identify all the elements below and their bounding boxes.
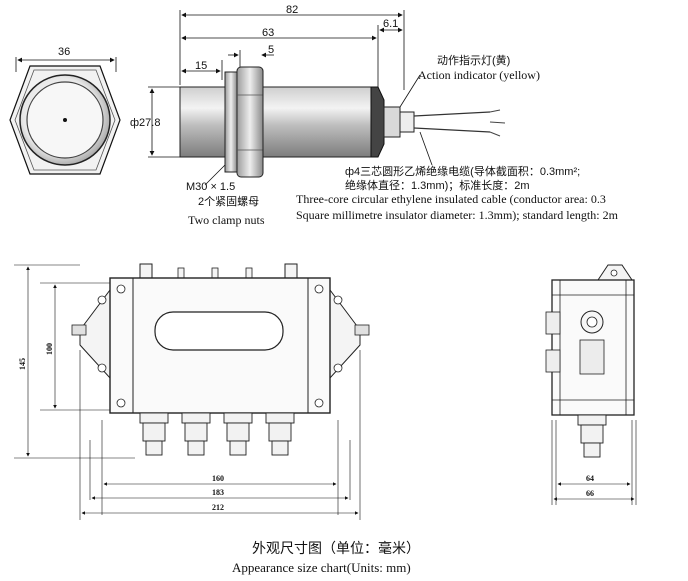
box-side-view: 64 66 [545, 264, 637, 505]
indicator-cn: 动作指示灯(黄) [437, 53, 510, 67]
dim-100: 100 [45, 343, 54, 355]
dim-63: 63 [262, 27, 274, 39]
sensor-end-view: 36 [9, 46, 121, 175]
dim-145: 145 [18, 358, 27, 370]
dim-66: 66 [586, 489, 594, 498]
dim-160: 160 [212, 474, 224, 483]
cable-en-2: Square millimetre insulator diameter: 1.… [296, 208, 619, 222]
dim-36: 36 [58, 46, 70, 58]
dim-15: 15 [195, 60, 207, 72]
dim-5: 5 [268, 44, 274, 56]
caption-cn: 外观尺寸图（单位：毫米） [252, 540, 420, 556]
clamp-nuts-en: Two clamp nuts [188, 213, 265, 227]
indicator-en: Action indicator (yellow) [418, 68, 540, 82]
cable-cn-1: ф4三芯圆形乙烯绝缘电缆(导体截面积：0.3mm²; [345, 164, 580, 178]
box-front-view: 145 100 [14, 263, 370, 520]
dim-64: 64 [586, 474, 594, 483]
dim-27-8: ф27.8 [130, 117, 160, 129]
dim-6-1: 6.1 [383, 18, 398, 30]
caption-en: Appearance size chart(Units: mm) [232, 560, 411, 575]
dim-183: 183 [212, 488, 224, 497]
cable-cn-2: 绝缘体直径：1.3mm)；标准长度：2m [345, 178, 530, 192]
thread-label: M30 × 1.5 [186, 181, 235, 193]
sensor-side-view: 82 6.1 63 5 15 ф27.8 [130, 4, 619, 227]
cable-en-1: Three-core circular ethylene insulated c… [296, 192, 606, 206]
dim-212: 212 [212, 503, 224, 512]
dim-82: 82 [286, 4, 298, 16]
clamp-nuts-cn: 2个紧固螺母 [198, 195, 259, 208]
